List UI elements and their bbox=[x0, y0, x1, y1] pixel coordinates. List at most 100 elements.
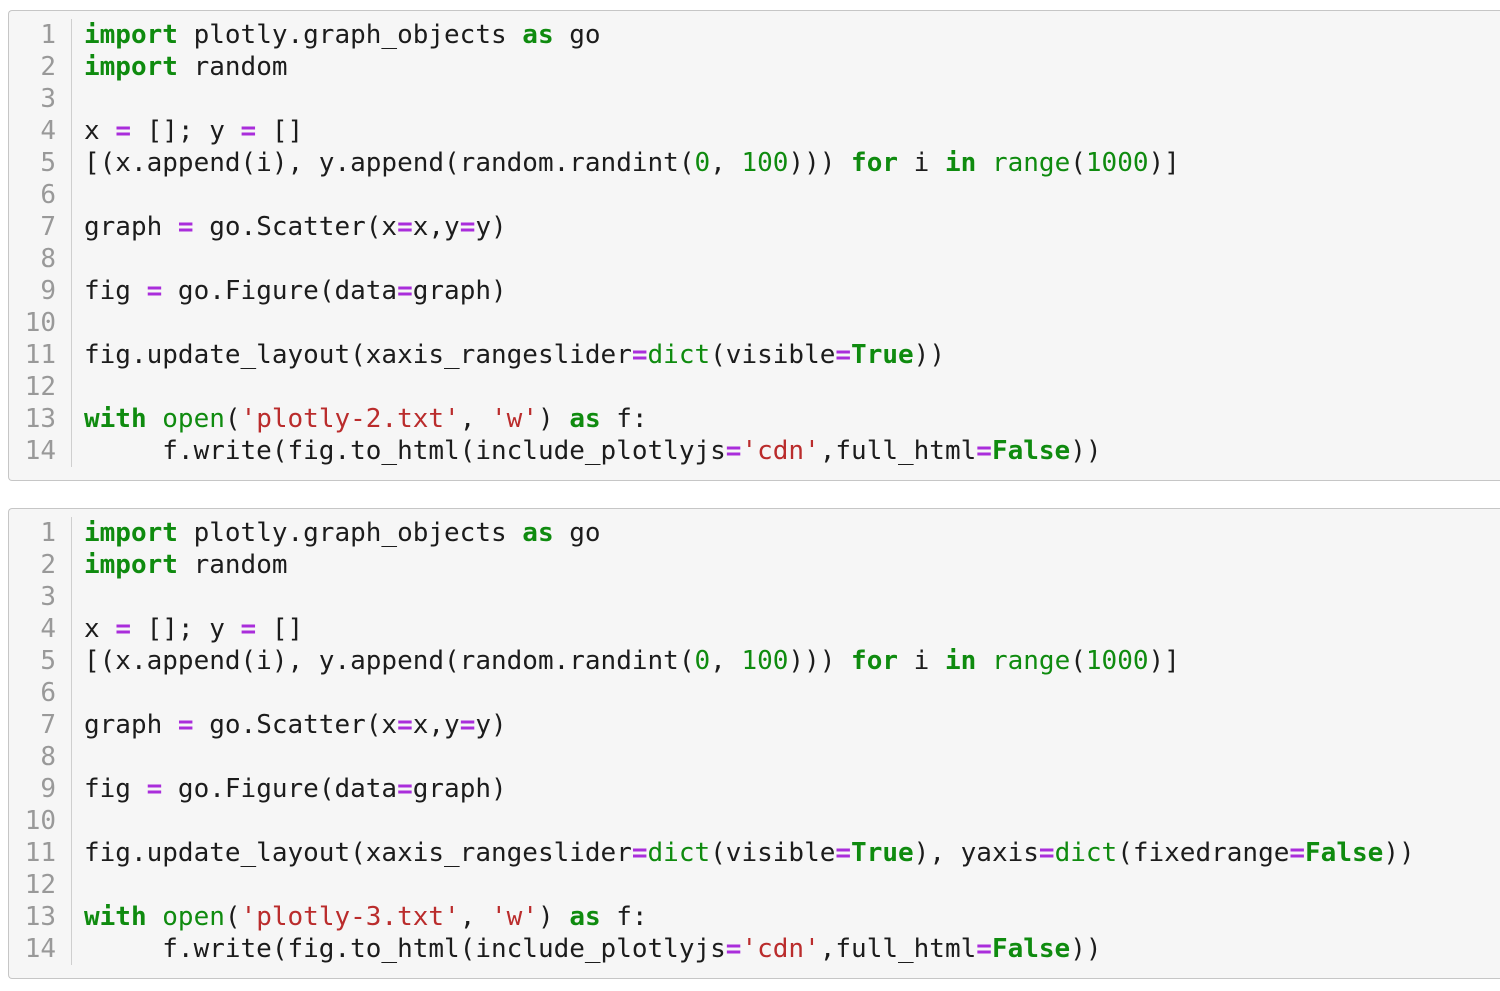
token-plain: ,full_html bbox=[819, 934, 977, 964]
token-plain: i bbox=[898, 646, 945, 676]
token-kw: as bbox=[522, 20, 554, 50]
token-plain: (visible bbox=[710, 340, 836, 370]
line-number: 5 bbox=[9, 645, 72, 677]
token-plain: , bbox=[710, 646, 742, 676]
code-line: 6 bbox=[9, 677, 1500, 709]
token-plain: ( bbox=[224, 404, 241, 434]
code-text: import plotly.graph_objects as go bbox=[72, 19, 601, 51]
token-op: = bbox=[397, 276, 413, 306]
token-plain: y) bbox=[475, 212, 507, 242]
code-text bbox=[72, 805, 84, 837]
token-str: 'w' bbox=[491, 404, 538, 434]
token-op: = bbox=[1289, 838, 1306, 868]
token-op: = bbox=[459, 710, 476, 740]
token-op: = bbox=[397, 212, 413, 242]
code-text bbox=[72, 179, 84, 211]
token-fn: open bbox=[162, 902, 225, 932]
code-text: fig = go.Figure(data=graph) bbox=[72, 275, 507, 307]
token-plain bbox=[147, 902, 163, 932]
token-kw: for bbox=[851, 148, 899, 178]
token-fn: dict bbox=[1054, 838, 1118, 868]
token-plain: plotly.graph_objects bbox=[177, 518, 523, 548]
code-line: 5 [(x.append(i), y.append(random.randint(… bbox=[9, 645, 1500, 677]
token-plain: )) bbox=[913, 340, 945, 370]
token-plain: go.Scatter(x bbox=[193, 710, 398, 740]
token-fn: range bbox=[991, 148, 1071, 178]
line-number: 4 bbox=[9, 613, 72, 645]
token-kw: in bbox=[944, 148, 977, 178]
token-str: 'cdn' bbox=[741, 934, 820, 964]
code-text bbox=[72, 83, 84, 115]
token-plain: ) bbox=[538, 404, 570, 434]
line-number: 11 bbox=[9, 837, 72, 869]
token-op: = bbox=[835, 340, 852, 370]
token-plain: graph bbox=[84, 212, 178, 242]
line-number: 3 bbox=[9, 581, 72, 613]
token-plain: ( bbox=[1070, 148, 1086, 178]
code-text: x = []; y = [] bbox=[72, 613, 303, 645]
line-number: 8 bbox=[9, 741, 72, 773]
token-plain: ( bbox=[1070, 646, 1086, 676]
token-op: = bbox=[146, 774, 163, 804]
token-str: 'cdn' bbox=[741, 436, 820, 466]
token-op: = bbox=[240, 116, 257, 146]
token-plain: ) bbox=[538, 902, 570, 932]
token-kw: as bbox=[522, 518, 554, 548]
token-plain: x,y bbox=[412, 710, 460, 740]
code-text: import random bbox=[72, 51, 288, 83]
code-text bbox=[72, 243, 84, 275]
code-line: 2 import random bbox=[9, 549, 1500, 581]
code-line: 8 bbox=[9, 741, 1500, 773]
token-kw: import bbox=[84, 52, 178, 82]
code-line: 12 bbox=[9, 869, 1500, 901]
token-plain: ))) bbox=[788, 148, 852, 178]
token-num: 0 bbox=[694, 148, 711, 178]
token-plain: y) bbox=[475, 710, 507, 740]
token-kw: True bbox=[851, 838, 914, 868]
token-plain: [] bbox=[256, 614, 304, 644]
token-kw: import bbox=[84, 518, 178, 548]
token-plain: random bbox=[177, 550, 288, 580]
token-plain: [(x.append(i), y.append(random.randint( bbox=[84, 646, 695, 676]
token-kw: False bbox=[991, 436, 1071, 466]
token-plain bbox=[976, 646, 992, 676]
token-plain: , bbox=[710, 148, 742, 178]
token-fn: open bbox=[162, 404, 225, 434]
line-number: 9 bbox=[9, 275, 72, 307]
token-str: 'plotly-2.txt' bbox=[240, 404, 460, 434]
token-plain: plotly.graph_objects bbox=[177, 20, 523, 50]
token-plain: fig bbox=[84, 774, 147, 804]
code-text: f.write(fig.to_html(include_plotlyjs = 'cd… bbox=[72, 435, 1101, 467]
token-kw: as bbox=[569, 902, 601, 932]
token-plain bbox=[147, 404, 163, 434]
token-op: = bbox=[976, 436, 992, 466]
code-text bbox=[72, 677, 84, 709]
token-plain: i bbox=[898, 148, 945, 178]
token-num: 1000 bbox=[1085, 148, 1149, 178]
token-num: 1000 bbox=[1085, 646, 1149, 676]
code-line: 6 bbox=[9, 179, 1500, 211]
token-kw: import bbox=[84, 550, 178, 580]
token-plain: f.write(fig.to_html(include_plotlyjs bbox=[84, 436, 726, 466]
line-number: 3 bbox=[9, 83, 72, 115]
code-text bbox=[72, 371, 84, 403]
token-plain: (fixedrange bbox=[1117, 838, 1290, 868]
line-number: 13 bbox=[9, 901, 72, 933]
token-op: = bbox=[1038, 838, 1055, 868]
token-op: = bbox=[177, 710, 194, 740]
code-text bbox=[72, 307, 84, 339]
token-kw: False bbox=[991, 934, 1071, 964]
code-text: graph = go.Scatter(x=x,y=y) bbox=[72, 709, 507, 741]
line-number: 2 bbox=[9, 549, 72, 581]
token-plain: go.Scatter(x bbox=[193, 212, 398, 242]
token-kw: as bbox=[569, 404, 601, 434]
token-plain: random bbox=[177, 52, 288, 82]
token-plain: []; y bbox=[130, 116, 241, 146]
token-op: = bbox=[631, 340, 648, 370]
